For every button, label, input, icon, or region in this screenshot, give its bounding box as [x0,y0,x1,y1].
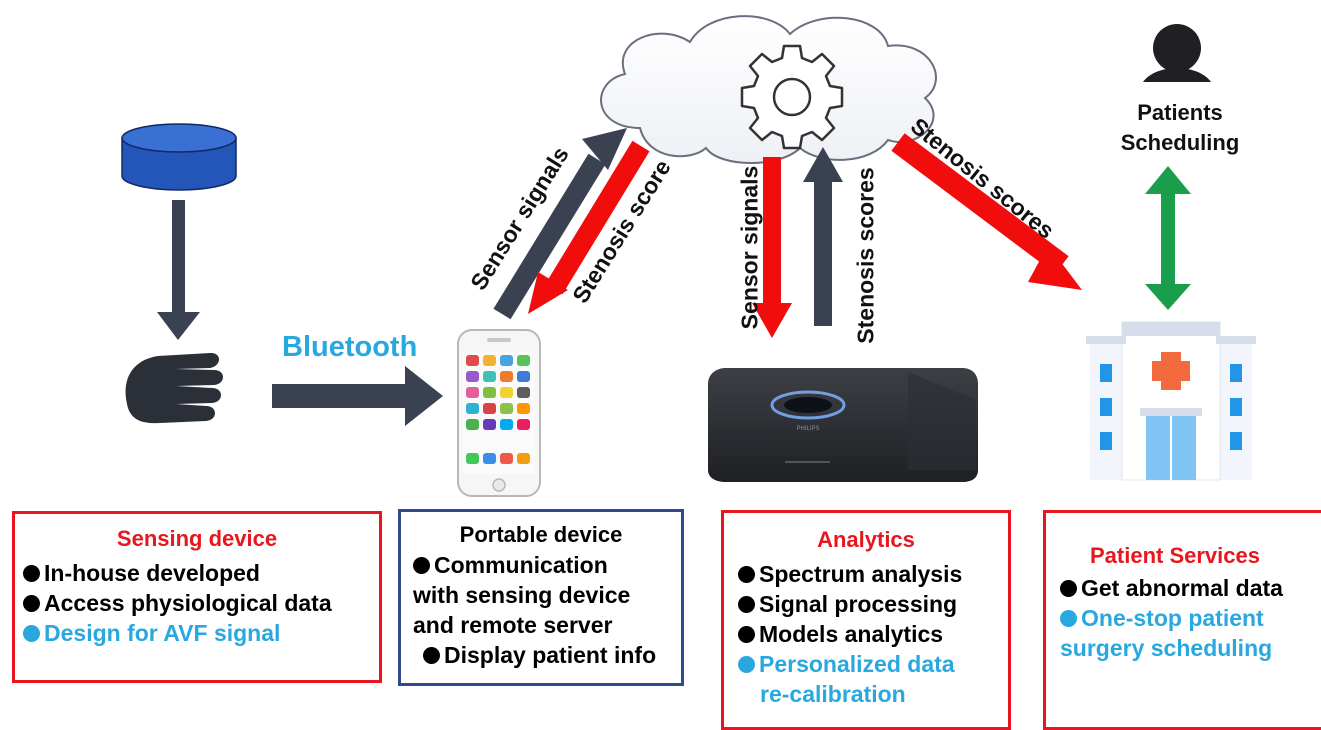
item-text: Personalized data [759,651,955,677]
list-item: Access physiological data [23,588,379,618]
item-text: Design for AVF signal [44,620,281,646]
bullet-icon [1060,610,1077,627]
bullet-icon [738,626,755,643]
bullet-icon [423,647,440,664]
list-item-continuation: and remote server [413,612,613,638]
item-text: Signal processing [759,591,958,617]
portable-device-title: Portable device [459,522,623,547]
analytics-title: Analytics [817,527,915,552]
arrow-scheduling-bidirectional [1145,166,1191,310]
sensing-device-title: Sensing device [116,526,278,551]
item-text: Get abnormal data [1081,575,1283,601]
list-item: One-stop patient [1060,603,1321,633]
list-item-continuation: re-calibration [760,681,906,707]
sensor-signals-server-label: Sensor signals [736,165,763,330]
patients-scheduling-label: Patients Scheduling [1120,98,1240,158]
arrow-stenosis-score-down [528,140,650,314]
gear-icon [740,44,844,150]
bullet-icon [23,565,40,582]
analytics-box: Analytics Spectrum analysis Signal proce… [721,510,1011,730]
list-item: Signal processing [738,589,1008,619]
hospital-icon [1086,321,1256,481]
item-text: Display patient info [444,642,657,668]
bullet-icon [738,656,755,673]
bullet-icon [413,557,430,574]
list-item: Get abnormal data [1060,573,1321,603]
patients-label-line1: Patients [1137,100,1223,125]
list-item: Communication [413,550,681,580]
bullet-icon [1060,580,1077,597]
arrow-sensor-signals-down [752,157,792,338]
patient-services-title: Patient Services [1090,543,1260,568]
bullet-icon [23,595,40,612]
person-icon [1143,24,1211,82]
item-text: In-house developed [44,560,260,586]
stenosis-scores-server-label: Stenosis scores [852,167,879,344]
server-brand: PHILIPS [796,426,819,432]
sensing-device-box: Sensing device In-house developed Access… [12,511,382,683]
list-item-continuation: surgery scheduling [1060,635,1273,661]
item-text: One-stop patient [1081,605,1264,631]
arrow-stenosis-scores-up [803,147,843,326]
list-item: Models analytics [738,619,1008,649]
database-icon [121,123,237,191]
portable-device-box: Portable device Communication with sensi… [398,509,684,686]
bullet-icon [738,566,755,583]
arrow-database-to-hand [157,200,200,340]
arrow-stenosis-scores-hospital [891,133,1082,290]
item-text: Models analytics [759,621,944,647]
item-text: Communication [434,552,608,578]
arrow-bluetooth [272,366,443,426]
item-text: Spectrum analysis [759,561,963,587]
bullet-icon [738,596,755,613]
server-icon: PHILIPS [708,368,978,482]
item-text: Access physiological data [44,590,332,616]
arrow-sensor-signals-up [493,128,627,320]
list-item: Spectrum analysis [738,559,1008,589]
list-item: Personalized data [738,649,1008,679]
list-item: Design for AVF signal [23,618,379,648]
hand-icon [125,352,223,424]
list-item-continuation: with sensing device [413,582,631,608]
bluetooth-label: Bluetooth [282,331,418,363]
bullet-icon [23,625,40,642]
list-item: Display patient info [413,640,681,670]
list-item: In-house developed [23,558,379,588]
smartphone-icon [457,329,541,497]
patients-label-line2: Scheduling [1120,130,1240,155]
patient-services-box: Patient Services Get abnormal data One-s… [1043,510,1321,730]
